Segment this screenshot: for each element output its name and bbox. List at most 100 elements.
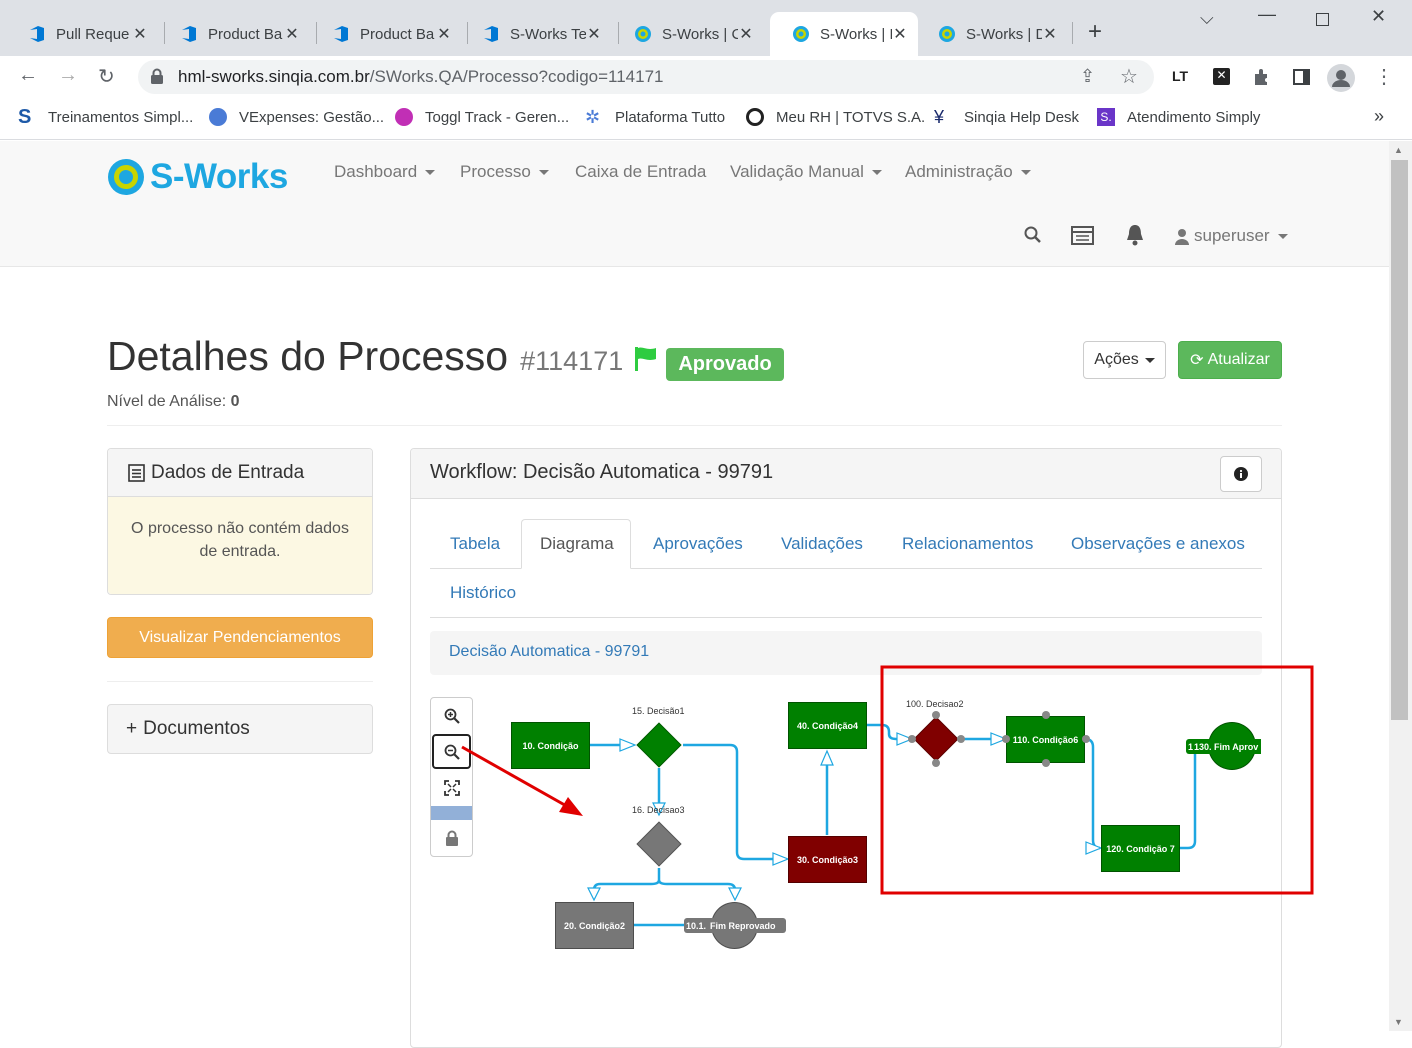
browser-tab[interactable]: Product Ba ✕	[310, 12, 462, 56]
view-pendencies-button[interactable]: Visualizar Pendenciamentos	[107, 617, 373, 658]
lock-diagram-button[interactable]	[431, 820, 472, 855]
node-20[interactable]: 20. Condição2	[555, 902, 634, 949]
extensions-puzzle-icon[interactable]	[1252, 68, 1270, 86]
bookmark-item[interactable]: Meu RH | TOTVS S.A.	[746, 108, 925, 126]
node-110[interactable]: 110. Condição6	[1006, 716, 1085, 763]
port-handle[interactable]	[1042, 711, 1050, 719]
profile-avatar-icon[interactable]	[1327, 64, 1355, 92]
inbox-list-icon[interactable]	[1071, 226, 1094, 245]
page-header: Detalhes do Processo #114171	[107, 333, 623, 380]
maximize-icon[interactable]	[1316, 13, 1329, 26]
side-panel-icon[interactable]	[1293, 69, 1310, 85]
zoom-in-button[interactable]	[431, 698, 472, 733]
browser-tab[interactable]: S-Works Te ✕	[460, 12, 612, 56]
documents-panel[interactable]: +Documentos	[107, 704, 373, 754]
search-icon[interactable]	[1024, 226, 1042, 244]
node-30[interactable]: 30. Condição3	[788, 836, 867, 883]
nav-administracao[interactable]: Administração	[905, 162, 1031, 182]
node-10[interactable]: 10. Condição	[511, 722, 590, 769]
close-tab-icon[interactable]: ✕	[739, 26, 753, 43]
close-window-icon[interactable]: ✕	[1371, 6, 1387, 26]
bookmark-label: Treinamentos Simpl...	[48, 108, 194, 126]
port-handle[interactable]	[908, 735, 916, 743]
port-handle[interactable]	[957, 735, 965, 743]
diagram-subheader-link[interactable]: Decisão Automatica - 99791	[449, 643, 650, 660]
browser-tab-active[interactable]: S-Works | D ✕	[770, 12, 918, 56]
info-button[interactable]	[1220, 456, 1262, 492]
close-tab-icon[interactable]: ✕	[285, 26, 299, 43]
bookmark-star-icon[interactable]: ☆	[1120, 66, 1138, 88]
tab-aprovacoes[interactable]: Aprovações	[653, 534, 743, 553]
tab-tabela[interactable]: Tabela	[450, 534, 501, 553]
port-handle[interactable]	[1042, 759, 1050, 767]
tab-title: S-Works Te	[510, 25, 586, 43]
header-divider	[107, 425, 1282, 426]
user-menu[interactable]: superuser	[1174, 226, 1288, 246]
sworks-logo-icon[interactable]	[107, 158, 145, 196]
scroll-down-arrow-icon[interactable]: ▼	[1394, 1017, 1403, 1027]
back-icon[interactable]: ←	[18, 64, 38, 86]
browser-tab[interactable]: S-Works | D ✕	[916, 12, 1068, 56]
bell-icon[interactable]	[1125, 224, 1145, 246]
bookmark-item[interactable]: ¥ Sinqia Help Desk	[934, 108, 1079, 126]
refresh-button[interactable]: ⟳Atualizar	[1178, 341, 1282, 379]
port-handle[interactable]	[932, 759, 940, 767]
minimize-icon[interactable]: —	[1258, 4, 1276, 24]
username: superuser	[1194, 226, 1270, 245]
close-tab-icon[interactable]: ✕	[1043, 26, 1057, 43]
nav-validacao-manual[interactable]: Validação Manual	[730, 162, 882, 182]
caret-down-icon	[1144, 357, 1155, 363]
close-tab-icon[interactable]: ✕	[587, 26, 601, 43]
tab-title: S-Works | C	[662, 25, 738, 43]
close-tab-icon[interactable]: ✕	[133, 26, 147, 43]
bookmarks-overflow-icon[interactable]: »	[1374, 106, 1385, 126]
new-tab-button[interactable]: +	[1088, 18, 1103, 45]
tab-historico[interactable]: Histórico	[450, 583, 517, 602]
tab-diagrama[interactable]: Diagrama	[540, 534, 614, 553]
port-handle[interactable]	[1082, 735, 1090, 743]
node-16-label: 16. Decisao3	[632, 805, 685, 815]
port-handle[interactable]	[932, 711, 940, 719]
bookmark-item[interactable]: ✲ Plataforma Tutto	[585, 108, 725, 126]
lock-icon[interactable]	[150, 68, 164, 85]
nav-processo[interactable]: Processo	[460, 162, 549, 182]
tab-search-chevron-icon[interactable]: ⌵	[1200, 8, 1214, 28]
actions-dropdown-button[interactable]: Ações	[1083, 341, 1166, 379]
scrollbar-thumb[interactable]	[1391, 160, 1408, 720]
browser-tab[interactable]: Pull Reque ✕	[6, 12, 158, 56]
browser-menu-icon[interactable]: ⋮	[1374, 66, 1394, 88]
extension-lt-icon[interactable]: LT	[1172, 68, 1189, 84]
nav-dashboard[interactable]: Dashboard	[334, 162, 436, 182]
node-40[interactable]: 40. Condição4	[788, 702, 867, 749]
input-data-heading: Dados de Entrada	[108, 449, 372, 497]
address-bar[interactable]	[138, 60, 1154, 94]
reload-icon[interactable]: ↻	[98, 66, 115, 88]
end-rejected-label: Fim Reprovado	[710, 920, 776, 931]
caret-down-icon	[871, 170, 882, 176]
bookmarks-bar	[0, 100, 1412, 140]
browser-tab[interactable]: Product Ba ✕	[158, 12, 310, 56]
bookmark-item[interactable]: S. Atendimento Simply	[1097, 108, 1260, 126]
tutto-icon: ✲	[585, 107, 601, 127]
brand-name[interactable]: S-Works	[150, 157, 288, 196]
url-host: hml-sworks.sinqia.com.br	[178, 67, 370, 86]
tab-relacionamentos[interactable]: Relacionamentos	[902, 534, 1034, 553]
bookmark-item[interactable]: S Treinamentos Simpl...	[18, 107, 194, 127]
tab-observacoes-anexos[interactable]: Observações e anexos	[1071, 534, 1245, 553]
fit-screen-button[interactable]	[431, 770, 472, 805]
bookmark-item[interactable]: Toggl Track - Geren...	[395, 108, 569, 126]
close-tab-icon[interactable]: ✕	[437, 26, 451, 43]
nav-caixa-de-entrada[interactable]: Caixa de Entrada	[575, 162, 706, 182]
port-handle[interactable]	[1002, 735, 1010, 743]
toggl-icon	[395, 108, 413, 126]
scroll-up-arrow-icon[interactable]: ▲	[1394, 145, 1403, 155]
node-120[interactable]: 120. Condição 7	[1101, 825, 1180, 872]
browser-tab[interactable]: S-Works | C ✕	[612, 12, 764, 56]
share-icon[interactable]: ⇪	[1080, 66, 1096, 86]
extension-excel-icon[interactable]: ✕	[1213, 68, 1230, 85]
azure-devops-icon	[334, 26, 348, 42]
forward-icon[interactable]: →	[58, 64, 78, 86]
tab-validacoes[interactable]: Validações	[781, 534, 863, 553]
close-tab-icon[interactable]: ✕	[893, 26, 907, 43]
bookmark-item[interactable]: VExpenses: Gestão...	[209, 108, 384, 126]
